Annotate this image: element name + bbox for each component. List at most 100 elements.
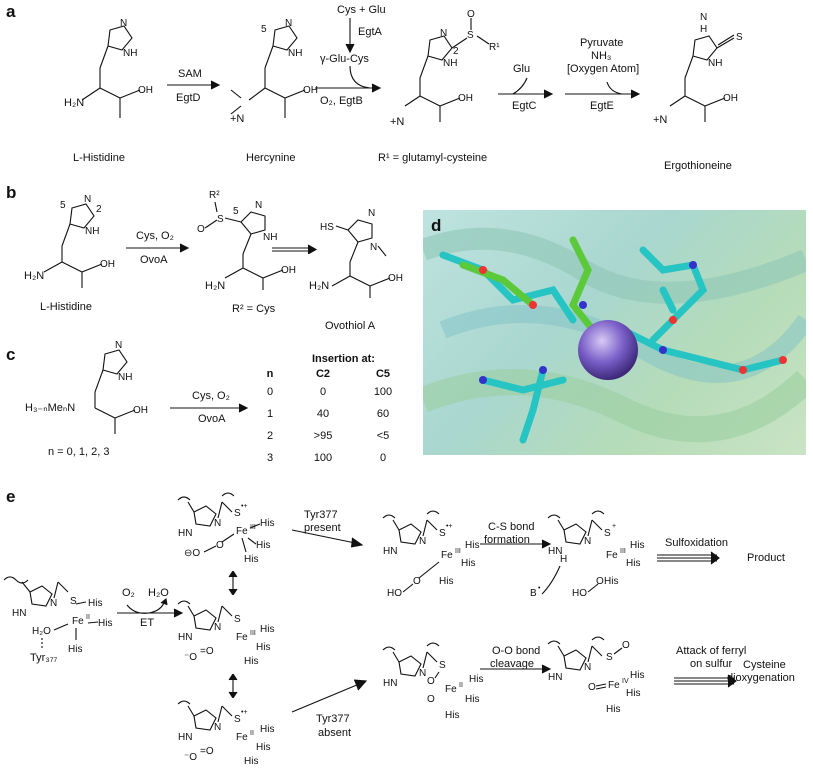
svg-text:+: +: [612, 523, 616, 530]
egte-label: EgtE: [590, 100, 614, 112]
arrow-sulfoxidation: [657, 551, 720, 565]
a-l-histidine-label: L-Histidine: [73, 152, 125, 164]
svg-text:Fe: Fe: [72, 616, 84, 627]
svg-text:NH: NH: [263, 232, 277, 243]
panel-label-d: d: [431, 216, 442, 235]
cys-sulfoxide-structure: R² SO 5 NNH OH: [197, 190, 296, 290]
svg-text:His: His: [256, 742, 270, 753]
svg-text:III: III: [250, 630, 256, 637]
svg-text:=O: =O: [200, 746, 214, 757]
panel-label-c: c: [6, 345, 16, 364]
cysteine-label: Cysteine: [743, 659, 786, 671]
dioxygenation-label: dioxygenation: [727, 672, 795, 684]
svg-text:S: S: [234, 714, 241, 725]
iron-sphere: [578, 320, 638, 380]
b-cys-o2-label: Cys, O₂: [136, 230, 174, 242]
svg-text:His: His: [260, 724, 274, 735]
svg-text:2: 2: [96, 204, 102, 215]
svg-text:His: His: [626, 688, 640, 699]
svg-text:His: His: [630, 670, 644, 681]
svg-text:O: O: [467, 9, 475, 20]
herc-n-plus: +N: [230, 113, 245, 125]
arrow-egte: [565, 81, 641, 99]
svg-text:His: His: [244, 554, 258, 565]
svg-text:N: N: [84, 194, 91, 205]
svg-text:HN: HN: [383, 546, 397, 557]
table-row: 2>95<5: [266, 430, 390, 442]
svg-text:NH: NH: [85, 226, 99, 237]
c-histidine-structure: NNH OH: [94, 340, 148, 434]
arrow-egta: [345, 18, 355, 54]
svg-text:Fe: Fe: [608, 680, 620, 691]
svg-text:II: II: [250, 730, 254, 737]
svg-text:Fe: Fe: [445, 684, 457, 695]
b-nh2-label: H₂N: [24, 270, 45, 282]
n-definition: n = 0, 1, 2, 3: [48, 446, 110, 458]
arrow-egtb: [315, 65, 382, 93]
svg-text:His: His: [260, 518, 274, 529]
pyruvate-label: Pyruvate: [580, 37, 624, 49]
svg-text:III: III: [250, 524, 256, 531]
svg-text:OH: OH: [138, 85, 153, 96]
svg-text:NH: NH: [118, 372, 132, 383]
svg-text:•: •: [538, 585, 541, 592]
ovothiol-nh2: H₂N: [309, 280, 330, 292]
product-label: Product: [747, 552, 785, 564]
arrow-et: [117, 597, 184, 618]
svg-text:5: 5: [60, 200, 66, 211]
svg-text:Fe: Fe: [441, 550, 453, 561]
oxygen-atom-label: [Oxygen Atom]: [567, 63, 640, 75]
svg-text:IV: IV: [622, 678, 629, 685]
svg-text:His: His: [630, 540, 644, 551]
svg-text:His: His: [98, 618, 112, 629]
svg-text:O: O: [197, 224, 205, 235]
arrow-dioxygenation: [674, 674, 737, 688]
egtc-label: EgtC: [512, 100, 537, 112]
svg-text:OH: OH: [303, 85, 318, 96]
svg-text:His: His: [244, 656, 258, 667]
r1-definition: R¹ = glutamyl-cysteine: [378, 152, 488, 164]
col-c2: C2: [315, 368, 331, 380]
ovothiol-structure: HS NN OH: [320, 208, 403, 298]
arrow-sam: [167, 80, 221, 90]
sam-label: SAM: [178, 68, 202, 80]
arrow-egtc: [498, 77, 554, 99]
resonance-arrow-1: [228, 571, 238, 595]
glu-label: Glu: [513, 63, 531, 75]
svg-text:N: N: [50, 598, 57, 609]
svg-text:Fe: Fe: [236, 526, 248, 537]
svg-text:NH: NH: [708, 58, 722, 69]
tyr377-present-2: present: [304, 522, 341, 534]
svg-text:His: His: [256, 642, 270, 653]
svg-text:OH: OH: [100, 259, 115, 270]
et-label: ET: [140, 617, 155, 629]
hercynine-label: Hercynine: [246, 152, 296, 164]
arrow-tyr-absent: [291, 679, 368, 713]
svg-text:O: O: [413, 576, 421, 587]
svg-text:His: His: [604, 576, 618, 587]
svg-text:H: H: [700, 24, 707, 35]
arrow-to-ovothiol: [272, 244, 318, 254]
svg-text:O: O: [588, 682, 596, 693]
svg-text:His: His: [461, 558, 475, 569]
l-histidine-structure: NNH OH: [81, 18, 153, 118]
svg-text:N: N: [419, 668, 426, 679]
svg-text:His: His: [469, 674, 483, 685]
svg-text:N: N: [419, 536, 426, 547]
svg-text:O: O: [622, 640, 630, 651]
tyr377-absent-2: absent: [318, 727, 352, 739]
svg-text:H₂O: H₂O: [32, 626, 51, 637]
svg-text:R²: R²: [209, 190, 220, 201]
svg-text:His: His: [244, 756, 258, 767]
svg-text:B: B: [530, 588, 537, 599]
svg-text:Fe: Fe: [236, 632, 248, 643]
svg-text:N: N: [214, 622, 221, 633]
attack-label: Attack of ferryl: [676, 645, 747, 657]
svg-text:S: S: [217, 214, 224, 225]
active-site-crystal-structure: [423, 210, 806, 455]
egta-label: EgtA: [358, 26, 382, 38]
